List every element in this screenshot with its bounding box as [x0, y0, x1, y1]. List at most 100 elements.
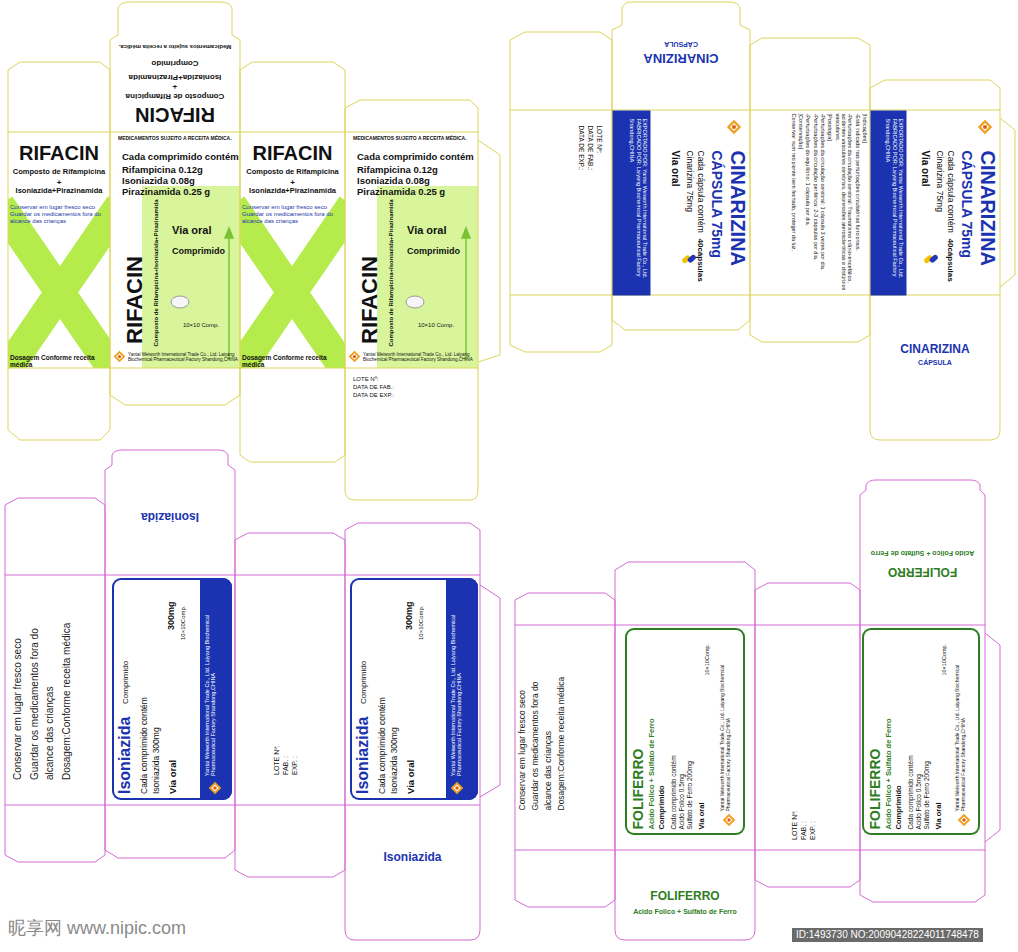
top-flap: RIFACINComposto de Rifampicina+Isoniazid…	[110, 35, 240, 130]
panel-text: Rifampicina 0.12g	[357, 165, 478, 176]
panel-text: Yantai Weiworth International Trade Co.,…	[954, 636, 966, 811]
panel-text: Composto de Rifampicina+Isoniazida+Piraz…	[385, 190, 397, 356]
panel-text: Comprimido	[172, 246, 238, 256]
rotated-frame: MEDICAMENTOS SUJEITO A RECEITA MÉDICA. Ca…	[110, 132, 240, 368]
panel-text: Composto de Rifampicina+Isoniazida+Piraz…	[150, 190, 162, 356]
panel-text: CINARIZINA	[725, 150, 748, 295]
panel-text: Medicamentos sujeito a receita médica.	[110, 43, 240, 50]
panel-text: Comprimido	[121, 578, 130, 704]
front-label: IsoniazidaComprimidoCada comprimido cont…	[112, 578, 232, 800]
panel-text: -Perturbações da circulação cerebral: Tr…	[833, 113, 852, 292]
panel-text: EXPORTADO POR: Yantai Weiworth Internati…	[884, 118, 903, 290]
panel-text: Yantai Weiworth International Trade Co.,…	[450, 586, 463, 776]
top-flap: FOLIFERRO Acido Folico + Sulfato de Ferro	[860, 480, 985, 625]
panel-text: +	[8, 178, 110, 187]
panel-text: Comprimido	[657, 628, 666, 829]
panel-text: Conservar num recipiente bem fechado, pr…	[790, 113, 796, 292]
front-panel: CINARIZINACÁPSULA 75mgCada cápsula conté…	[612, 110, 750, 295]
rotated-frame: Conservar em lugar fresco secoGuardar os…	[5, 575, 105, 805]
front-panel: CINARIZINACÁPSULA 75mgCada cápsula conté…	[870, 110, 1000, 295]
panel-text: Acido Folico 0.5mg	[914, 628, 921, 829]
panel-text: 10×10 Comp.	[401, 322, 471, 329]
panel-text: Comprimido	[359, 578, 368, 704]
panel-text: Isoniazida 0.08g	[357, 176, 478, 187]
front-panel: RIFACINComposto de Rifampicina+Isoniazid…	[8, 132, 110, 368]
panel-text: Isoniazida	[345, 851, 480, 865]
panel-text: EXP. :	[809, 625, 817, 840]
panel-text: Acido Folico + Sulfato de Ferro	[647, 628, 656, 829]
rotated-frame: FOLIFERRO Acido Folico + Sulfato de Ferro	[860, 480, 985, 625]
rotated-frame: [Indicações]-Está indicado nas perturbaç…	[750, 110, 870, 295]
panel-text: FAB. :	[800, 625, 808, 840]
panel-text: RIFACIN	[8, 142, 110, 165]
panel-text: Acido Folico + Sulfato de Ferro	[884, 628, 893, 829]
panel-text: Composto de Rifampicina	[240, 168, 345, 177]
panel-text: RIFACIN	[120, 244, 150, 356]
rotated-frame: CINARIZINACÁPSULA	[870, 295, 1000, 440]
watermark-text: 昵享网 www.nipic.com	[8, 918, 186, 939]
panel-text: CINARIZINA	[975, 150, 998, 295]
panel-text: CINARIZINA	[870, 343, 1000, 357]
panel-text: Rifampicina 0.12g	[122, 165, 240, 176]
side-panel: LOTE Nº:FAB. :EXP. :	[755, 625, 860, 850]
panel-text: Conservar em lugar fresco seco Guardar o…	[10, 204, 110, 225]
panel-text: CINARIZINA	[612, 50, 750, 65]
panel-text: Isoniazida+Pirazinamida	[240, 187, 345, 196]
panel-text: Isoniazida 0.08g	[122, 176, 240, 187]
rotated-frame: Isoniazida	[345, 805, 480, 940]
panel-text: Yantai Weiworth International Trade Co.,…	[128, 352, 238, 362]
rotated-frame: FOLIFERROAcido Folico + Sulfato de Ferro	[615, 850, 755, 940]
panel-text: 10×10 Comp.	[166, 322, 236, 329]
panel-text: Comprimido	[110, 59, 240, 68]
panel-text: Acido Folico + Sulfato de Ferro	[860, 549, 985, 557]
front-label: FOLIFERROAcido Folico + Sulfato de Ferro…	[625, 628, 745, 835]
panel-text: CÁPSULA	[612, 40, 750, 48]
panel-text: alcance das crianças	[543, 625, 553, 810]
side-panel: LOTE Nº:DATA DE FAB.:DATA DE EXP.:	[510, 110, 612, 295]
rotated-frame: LOTE Nº:FAB. :EXP. :	[235, 575, 345, 805]
bottom-flap: FOLIFERROAcido Folico + Sulfato de Ferro	[615, 850, 755, 940]
bottom-flap: Isoniazida	[345, 805, 480, 940]
panel-text: Via oral	[919, 150, 931, 295]
panel-text: [Indicações]	[861, 113, 867, 292]
panel-text: FOLIFERRO	[615, 890, 755, 904]
rotated-frame: LOTE Nº:FAB. :EXP. :	[755, 625, 860, 850]
rotated-frame: FOLIFERROAcido Folico + Sulfato de Ferro…	[862, 628, 980, 835]
rotated-frame: IsoniazidaComprimidoCada comprimido cont…	[112, 578, 232, 800]
rotated-frame: CINARIZINA CÁPSULA	[612, 0, 750, 110]
panel-text: Sulfato de Ferro 200mg	[922, 628, 929, 829]
panel-text: Cada comprimido contém	[669, 628, 676, 829]
front-label: FOLIFERROAcido Folico + Sulfato de Ferro…	[862, 628, 980, 835]
watermark-text: ID:1493730 NO:20090428224011748478	[792, 928, 983, 942]
rotated-frame: FOLIFERROAcido Folico + Sulfato de Ferro…	[625, 628, 745, 835]
rotated-frame: LOTE Nº:DATA DE FAB.:DATA DE EXP.:	[345, 368, 478, 500]
panel-text: Dosagem:Conforme receita médica	[61, 575, 73, 780]
panel-text: Conservar em lugar fresco seco	[517, 625, 527, 810]
panel-text: -Perturbações da circulação cerebral: 1 …	[819, 113, 825, 292]
panel-text: DATA DE FAB.:	[353, 384, 478, 391]
panel-text: Isoniazida+Pirazinamida	[8, 187, 110, 196]
panel-text: FOLIFERRO	[860, 564, 985, 578]
panel-text: 10×10Comp.	[940, 628, 946, 675]
panel-text: FOLIFERRO	[629, 628, 645, 829]
panel-text: Sulfato de Ferro 200mg	[685, 628, 692, 829]
panel-text: Cada comprimido contém	[122, 152, 240, 163]
panel-text: Via oral	[669, 150, 681, 295]
rotated-frame: CINARIZINACÁPSULA 75mgCada cápsula conté…	[612, 110, 750, 295]
panel-text: DATA DE FAB.:	[586, 125, 593, 295]
panel-text: Cinarizina 75mg	[683, 150, 693, 295]
panel-text: MEDICAMENTOS SUJEITO A RECEITA MÉDICA.	[118, 136, 240, 142]
side-panel: Conservar em lugar fresco secoGuardar os…	[515, 625, 615, 850]
panel-text: Dosagem Conforme receita médica	[10, 354, 110, 369]
panel-text: 40cápsulas	[695, 238, 704, 295]
panel-text: Conservar em lugar fresco seco	[12, 575, 24, 780]
panel-text: RIFACIN	[240, 142, 345, 165]
panel-text: Cada comprimido contém	[140, 578, 150, 794]
panel-text: CÁPSULA 75mg	[958, 150, 974, 295]
panel-text: 40cápsulas	[945, 238, 954, 295]
rotated-frame: CINARIZINACÁPSULA 75mgCada cápsula conté…	[870, 110, 1000, 295]
panel-text: MEDICAMENTOS SUJEITO A RECEITA MÉDICA.	[353, 136, 478, 142]
panel-text: DATA DE EXP.:	[353, 392, 478, 399]
rotated-frame: MEDICAMENTOS SUJEITO A RECEITA MÉDICA.Ca…	[345, 132, 478, 368]
